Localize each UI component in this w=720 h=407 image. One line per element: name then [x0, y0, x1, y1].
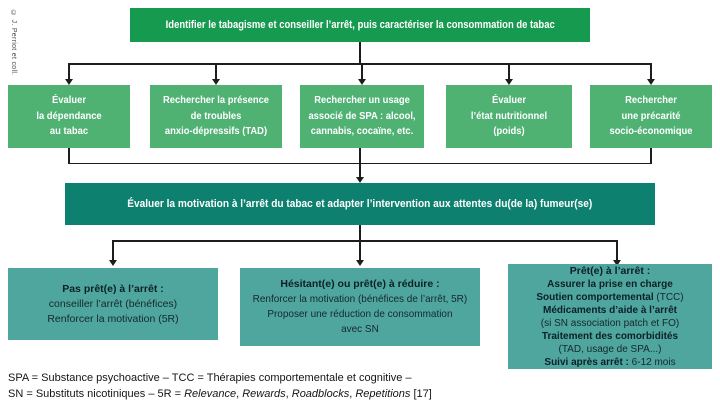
- text-line: (TAD, usage de SPA...): [558, 343, 662, 355]
- arrow-down-icon: [504, 79, 513, 85]
- text-line: SN = Substituts nicotiniques – 5R = Rele…: [8, 387, 432, 400]
- arrow-down-icon: [646, 79, 655, 85]
- text-line: Proposer une réduction de consommation: [267, 308, 453, 320]
- connector-line: [359, 148, 361, 178]
- connector-line: [650, 148, 652, 164]
- arrow-down-icon: [355, 177, 364, 183]
- connector-line: [68, 148, 70, 164]
- assessment-label: Rechercher une précarité socio-économiqu…: [609, 95, 693, 138]
- connector-line: [68, 63, 652, 65]
- figure-credit: © J. Perriot et coll.: [10, 10, 17, 76]
- text-line: Soutien comportemental (TCC): [536, 291, 684, 303]
- text-line: Renforcer la motivation (5R): [47, 312, 179, 325]
- text-line: Traitement des comorbidités: [541, 330, 679, 342]
- assessment-box-precarity: Rechercher une précarité socio-économiqu…: [590, 85, 712, 148]
- outcome-ready-box: Prêt(e) à l’arrêt : Assurer la prise en …: [508, 264, 712, 369]
- step-identify-box: Identifier le tabagisme et conseiller l’…: [130, 8, 590, 42]
- assessment-label: Évaluer la dépendance au tabac: [36, 95, 102, 138]
- connector-line: [359, 42, 361, 64]
- arrow-down-icon: [108, 260, 117, 266]
- outcome-hesitant-box: Hésitant(e) ou prêt(e) à réduire : Renfo…: [240, 268, 480, 346]
- connector-line: [359, 240, 361, 261]
- arrow-down-icon: [355, 260, 364, 266]
- assessment-box-dependence: Évaluer la dépendance au tabac: [8, 85, 130, 148]
- outcome-lines: conseiller l’arrêt (bénéfices) Renforcer …: [47, 297, 178, 327]
- text-line: Suivi après arrêt : 6-12 mois: [544, 356, 676, 368]
- text-line: Renforcer la motivation (bénéfices de l’…: [252, 293, 468, 305]
- connector-line: [508, 63, 510, 80]
- assessment-label: Rechercher un usage associé de SPA : alc…: [308, 95, 416, 138]
- arrow-down-icon: [64, 79, 73, 85]
- step-identify-label: Identifier le tabagisme et conseiller l’…: [165, 19, 555, 31]
- text-line: avec SN: [341, 323, 379, 335]
- connector-line: [359, 225, 361, 241]
- connector-line: [650, 63, 652, 80]
- text-line: Médicaments d’aide à l’arrêt: [543, 304, 677, 316]
- connector-line: [112, 240, 618, 242]
- connector-line: [112, 240, 114, 261]
- arrow-down-icon: [357, 79, 366, 85]
- arrow-down-icon: [211, 79, 220, 85]
- arrow-down-icon: [612, 260, 621, 266]
- assessment-label: Évaluer l’état nutritionnel (poids): [470, 95, 548, 138]
- assessment-box-nutrition: Évaluer l’état nutritionnel (poids): [446, 85, 572, 148]
- step-motivation-label: Évaluer la motivation à l’arrêt du tabac…: [127, 198, 593, 210]
- connector-line: [215, 63, 217, 80]
- text-line: SPA = Substance psychoactive – TCC = Thé…: [8, 372, 412, 384]
- assessment-box-anxiety-depression: Rechercher la présence de troubles anxio…: [150, 85, 282, 148]
- assessment-box-substance-use: Rechercher un usage associé de SPA : alc…: [300, 85, 424, 148]
- legend-abbreviations: SPA = Substance psychoactive – TCC = Thé…: [8, 371, 432, 402]
- outcome-title: Prêt(e) à l’arrêt :: [569, 264, 651, 277]
- text-line: (si SN association patch et FO): [540, 317, 680, 329]
- text-line: conseiller l’arrêt (bénéfices): [48, 297, 178, 310]
- assessment-label: Rechercher la présence de troubles anxio…: [162, 95, 270, 138]
- connector-line: [68, 63, 70, 80]
- step-motivation-box: Évaluer la motivation à l’arrêt du tabac…: [65, 183, 655, 225]
- connector-line: [361, 63, 363, 80]
- outcome-title: Hésitant(e) ou prêt(e) à réduire :: [280, 278, 440, 290]
- outcome-title: Pas prêt(e) à l’arrêt :: [62, 282, 164, 295]
- connector-line: [616, 240, 618, 261]
- text-line: Assurer la prise en charge: [547, 278, 673, 290]
- outcome-lines: Renforcer la motivation (bénéfices de l’…: [247, 292, 473, 337]
- outcome-not-ready-box: Pas prêt(e) à l’arrêt : conseiller l’arr…: [8, 268, 218, 340]
